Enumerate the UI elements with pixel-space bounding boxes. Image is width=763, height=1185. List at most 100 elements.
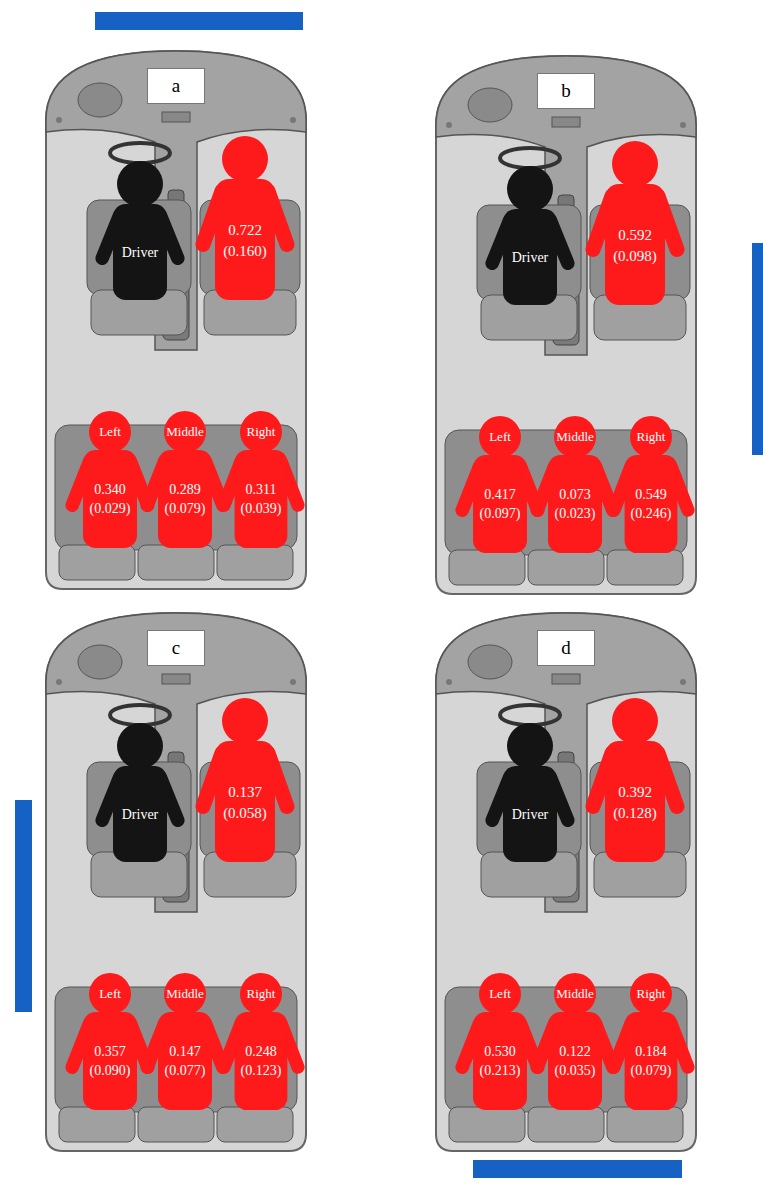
torso-label-box: 0.340 (0.029) — [83, 456, 137, 544]
person-silhouette — [95, 722, 185, 862]
probability-value: 0.147 (0.077) — [165, 1043, 206, 1081]
passenger-figure: Middle 0.073 (0.023) — [530, 415, 620, 553]
driver-label: Driver — [512, 806, 549, 825]
car-interior: aDriver0.722 (0.160)Left0.340 (0.029)Mid… — [45, 50, 307, 590]
torso-label-box: 0.392 (0.128) — [605, 747, 665, 858]
head — [117, 723, 163, 769]
car-body — [436, 613, 696, 1151]
probability-value: 0.722 (0.160) — [223, 220, 267, 261]
passenger-figure: Right0.248 (0.123) — [217, 972, 305, 1110]
gauge — [468, 88, 512, 122]
dot — [56, 679, 62, 685]
passenger-figure: 0.137 (0.058) — [195, 697, 295, 862]
person-silhouette — [585, 697, 685, 862]
person-silhouette — [195, 135, 295, 300]
torso — [503, 209, 557, 305]
passenger-figure: Right0.184 (0.079) — [607, 972, 695, 1110]
probability-value: 0.357 (0.090) — [90, 1043, 131, 1081]
head — [117, 161, 163, 207]
torso-label-box: 0.311 (0.039) — [235, 456, 288, 544]
passenger-figure: Middle 0.147 (0.077) — [140, 972, 230, 1110]
dashboard — [436, 56, 696, 355]
torso-label-box: 0.549 (0.246) — [625, 461, 678, 549]
seat-position: Left — [99, 424, 121, 440]
car-interior: bDriver0.592 (0.098)Left0.417 (0.097)Mid… — [435, 55, 697, 595]
passenger-figure: Right 0.311 (0.039) — [217, 410, 305, 548]
torso-label-box: 0.073 (0.023) — [548, 461, 602, 549]
probability-value: 0.340 (0.029) — [90, 481, 131, 519]
seat-position: Left — [99, 986, 121, 1002]
panel-label-box: c — [147, 630, 205, 666]
torso-label-box: 0.357 (0.090) — [83, 1018, 137, 1106]
head-label-box: Left — [475, 416, 525, 458]
seat-cushion — [59, 1107, 135, 1142]
radio — [162, 112, 190, 122]
seat-position: Left — [489, 429, 511, 445]
panel-label-box: d — [537, 630, 595, 666]
steering-wheel — [110, 143, 170, 163]
radio — [552, 674, 580, 684]
probability-value: 0.392 (0.128) — [613, 782, 657, 823]
torso-label-box: Driver — [113, 772, 167, 858]
dot — [56, 117, 62, 123]
car-body — [46, 613, 306, 1151]
seat-position: Right — [247, 424, 276, 440]
gauge — [468, 645, 512, 679]
blue-bar — [15, 800, 32, 1012]
torso-label-box: 0.122 (0.035) — [548, 1018, 602, 1106]
torso-label-box: Driver — [113, 210, 167, 296]
head — [554, 416, 596, 458]
seat-position: Left — [489, 986, 511, 1002]
passenger-figure: Middle 0.122 (0.035) — [530, 972, 620, 1110]
car-interior: cDriver0.137 (0.058)Left0.357 (0.090)Mid… — [45, 612, 307, 1152]
steering-wheel — [110, 705, 170, 725]
head — [630, 416, 672, 458]
probability-value: 0.122 (0.035) — [555, 1043, 596, 1081]
torso — [113, 204, 167, 300]
radio — [162, 674, 190, 684]
driver-label: Driver — [122, 806, 159, 825]
seat-cushion — [449, 550, 525, 585]
head — [612, 698, 658, 744]
torso — [158, 450, 212, 548]
torso-label-box: 0.137 (0.058) — [215, 747, 275, 858]
driver-figure: Driver — [95, 722, 185, 862]
seat-cushion — [217, 545, 293, 580]
steering-wheel — [500, 148, 560, 168]
head — [89, 973, 131, 1015]
torso-label-box: 0.147 (0.077) — [158, 1018, 212, 1106]
panel-label: d — [561, 637, 571, 658]
head — [554, 973, 596, 1015]
torso — [113, 766, 167, 862]
driver-label: Driver — [122, 244, 159, 263]
head-label-box: Middle — [550, 973, 600, 1015]
head — [612, 141, 658, 187]
passenger-figure: Left 0.357 (0.090) — [65, 972, 155, 1110]
dot — [446, 679, 452, 685]
seat-position: Middle — [556, 429, 594, 445]
passenger-figure: 0.722 (0.160) — [195, 135, 295, 300]
head-label-box: Left — [85, 411, 135, 453]
head — [240, 973, 282, 1015]
head-label-box: Right — [236, 411, 286, 453]
probability-value: 0.248 (0.123) — [241, 1043, 282, 1081]
torso — [548, 455, 602, 553]
torso — [625, 455, 678, 553]
panel-label: c — [172, 637, 180, 658]
probability-value: 0.137 (0.058) — [223, 782, 267, 823]
passenger-figure: Left0.530 (0.213) — [455, 972, 545, 1110]
seat-cushion — [138, 545, 214, 580]
probability-value: 0.549 (0.246) — [631, 486, 672, 524]
driver-figure: Driver — [95, 160, 185, 300]
car-interior: dDriver 0.392 (0.128) Left0.530 (0.213)Mid… — [435, 612, 697, 1152]
probability-value: 0.184 (0.079) — [631, 1043, 672, 1081]
torso — [83, 1012, 137, 1110]
head — [222, 136, 268, 182]
head-label-box: Middle — [160, 973, 210, 1015]
torso — [605, 741, 665, 862]
driver-label: Driver — [512, 249, 549, 268]
seat-cushion — [217, 1107, 293, 1142]
torso — [83, 450, 137, 548]
blue-bar — [95, 12, 303, 30]
torso — [235, 1012, 288, 1110]
